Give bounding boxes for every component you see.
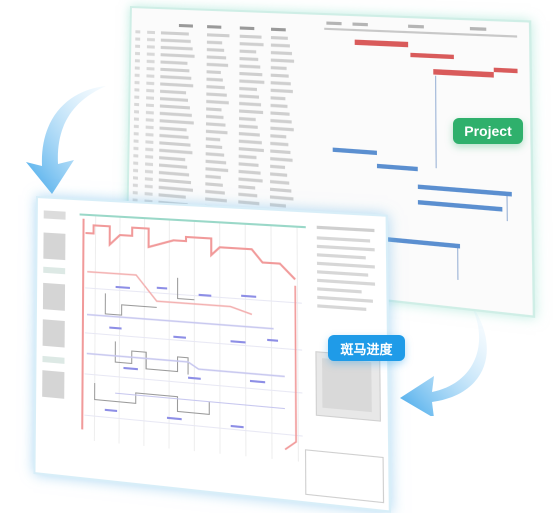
sheet-left-panel bbox=[40, 208, 70, 413]
sheet-right-panel bbox=[312, 223, 384, 504]
curved-arrow-bottom-icon bbox=[398, 296, 508, 416]
zebra-progress-badge: 斑马进度 bbox=[328, 335, 405, 361]
project-badge: Project bbox=[453, 118, 523, 144]
hero-illustration: Project 斑马进度 bbox=[0, 0, 553, 489]
network-chart bbox=[74, 210, 310, 467]
curved-arrow-top-icon bbox=[8, 78, 118, 198]
